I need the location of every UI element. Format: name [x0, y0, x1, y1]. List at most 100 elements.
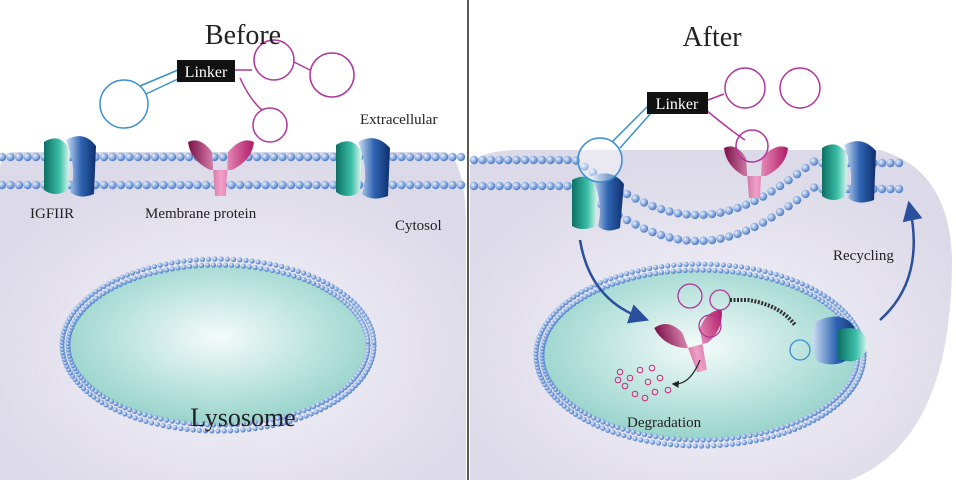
lipid-bead — [495, 155, 504, 165]
lipid-bead — [414, 152, 423, 162]
lipid-bead — [801, 189, 810, 199]
lipid-bead — [306, 278, 312, 284]
lipid-bead — [705, 443, 711, 449]
lipid-bead — [647, 265, 653, 271]
lipid-bead — [676, 268, 682, 274]
lipid-bead — [172, 425, 178, 431]
lysosome-label: Lysosome — [190, 403, 295, 432]
lipid-bead — [184, 180, 194, 190]
lipid-bead — [85, 294, 91, 300]
lipid-bead — [565, 406, 571, 412]
lipid-bead — [212, 256, 218, 262]
lipid-bead — [670, 436, 676, 442]
lipid-bead — [607, 276, 614, 282]
lipid-bead — [733, 229, 742, 239]
lipid-bead — [529, 181, 538, 191]
lipid-bead — [240, 421, 246, 427]
lipid-bead — [503, 181, 513, 191]
lipid-bead — [158, 416, 164, 422]
lipid-bead — [495, 181, 504, 191]
lipid-bead — [724, 436, 730, 442]
lipid-bead — [159, 152, 168, 162]
lipid-bead — [210, 262, 217, 268]
lipid-bead — [673, 235, 683, 244]
lipid-bead — [764, 275, 770, 281]
lipid-bead — [126, 277, 133, 283]
lipid-bead — [676, 436, 682, 442]
lipid-bead — [252, 264, 258, 271]
lipid-bead — [14, 152, 24, 162]
lipid-bead — [319, 399, 326, 406]
lipid-bead — [620, 278, 626, 284]
lipid-bead — [591, 289, 597, 295]
lipid-bead — [738, 264, 745, 270]
lipid-bead — [306, 406, 312, 412]
lipid-bead — [286, 152, 296, 162]
lipid-bead — [700, 437, 706, 443]
lipid-bead — [664, 269, 670, 275]
endocytosis-arrow — [578, 239, 650, 324]
lipid-bead — [537, 155, 547, 165]
lipid-bead — [741, 433, 747, 440]
lipid-bead — [784, 175, 793, 185]
igfiir-receptor-icon — [336, 138, 390, 199]
lipid-bead — [258, 425, 264, 431]
lipid-bead — [101, 283, 107, 289]
lipid-bead — [135, 268, 141, 274]
lipid-bead — [581, 416, 587, 422]
lipid-bead — [166, 424, 172, 430]
fragment — [631, 390, 639, 398]
lipid-bead — [243, 257, 249, 263]
lipid-bead — [290, 266, 296, 273]
fragment — [626, 374, 634, 382]
lipid-bead — [877, 184, 887, 194]
lipid-bead — [227, 428, 234, 434]
lipid-bead — [315, 282, 321, 289]
lipid-bead — [595, 423, 601, 429]
lipid-bead — [216, 262, 223, 268]
lipid-bead — [486, 155, 496, 165]
lipid-bead — [665, 233, 674, 242]
lipid-bead — [329, 180, 338, 190]
lipid-bead — [775, 207, 785, 217]
lipid-bead — [577, 414, 583, 420]
lipid-bead — [478, 155, 487, 165]
lipid-bead — [622, 215, 632, 225]
lipid-bead — [630, 429, 636, 435]
lipid-bead — [187, 257, 193, 263]
lipid-bead — [632, 435, 638, 442]
lipid-bead — [716, 234, 725, 243]
lipid-bead — [629, 269, 635, 275]
lipid-bead — [804, 283, 810, 289]
lipid-bead — [142, 152, 151, 162]
lipid-bead — [96, 391, 103, 397]
lipid-bead — [228, 262, 235, 268]
lipid-bead — [580, 162, 589, 171]
lipid-bead — [448, 152, 457, 162]
lipid-bead — [117, 281, 123, 287]
lipid-bead — [767, 213, 776, 222]
lipid-bead — [670, 268, 676, 274]
lipid-bead — [146, 265, 152, 271]
lipid-bead — [249, 258, 255, 264]
lipid-bead — [333, 286, 339, 292]
lipid-bead — [794, 279, 800, 285]
lipid-bead — [658, 269, 665, 276]
lipid-bead — [346, 388, 352, 395]
degradation-label: Degradation — [627, 415, 702, 431]
lipid-bead — [478, 181, 487, 191]
lipid-bead — [176, 180, 185, 190]
lipid-bead — [87, 391, 93, 397]
lipid-bead — [758, 218, 768, 227]
igfiir-in-lysosome-icon — [812, 316, 868, 365]
lipid-bead — [894, 158, 904, 168]
lipid-bead — [95, 397, 101, 403]
lipid-bead — [218, 256, 224, 262]
lipid-bead — [187, 420, 193, 427]
lipid-bead — [694, 437, 700, 443]
lipid-bead — [789, 283, 795, 289]
lipid-bead — [730, 269, 736, 275]
lipid-bead — [806, 420, 812, 426]
lipid-bead — [829, 298, 835, 304]
lipid-bead — [198, 421, 205, 428]
